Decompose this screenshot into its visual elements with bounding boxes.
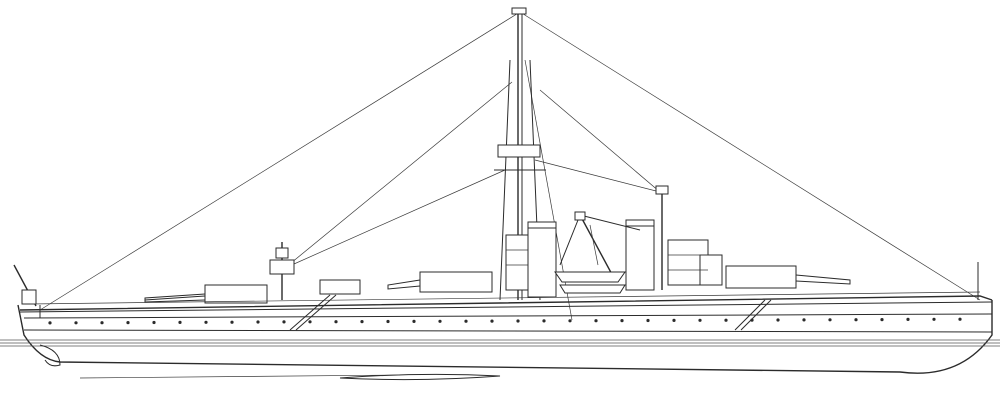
porthole bbox=[386, 319, 390, 324]
backstay-main bbox=[519, 11, 981, 301]
porthole bbox=[698, 318, 702, 322]
porthole bbox=[256, 320, 260, 324]
boat-crane bbox=[559, 211, 641, 281]
boat-2 bbox=[559, 284, 626, 294]
porthole bbox=[282, 320, 286, 324]
porthole bbox=[360, 320, 364, 324]
porthole bbox=[126, 321, 130, 325]
porthole bbox=[880, 318, 884, 322]
porthole bbox=[438, 319, 442, 323]
stay-aft-yard bbox=[534, 159, 661, 193]
porthole bbox=[230, 320, 234, 324]
porthole bbox=[854, 318, 858, 322]
aft-funnel bbox=[625, 219, 655, 291]
turret-a bbox=[204, 284, 268, 304]
porthole bbox=[334, 320, 338, 324]
waterline bbox=[0, 339, 1000, 381]
stay-lower-fore-2 bbox=[284, 169, 506, 269]
porthole bbox=[152, 320, 156, 325]
porthole bbox=[178, 320, 182, 324]
turret-b bbox=[419, 271, 493, 293]
turrets bbox=[144, 265, 851, 304]
porthole bbox=[828, 318, 832, 322]
stay-aft-low-2 bbox=[539, 89, 661, 193]
porthole bbox=[490, 319, 494, 323]
porthole bbox=[724, 318, 728, 322]
porthole bbox=[74, 321, 78, 325]
porthole bbox=[568, 319, 572, 323]
turret-x bbox=[725, 265, 797, 289]
rigging bbox=[39, 11, 981, 321]
porthole bbox=[672, 318, 676, 322]
porthole bbox=[620, 319, 624, 323]
porthole bbox=[646, 318, 650, 323]
porthole bbox=[464, 319, 468, 323]
bow-fittings bbox=[13, 264, 41, 318]
porthole bbox=[776, 318, 780, 322]
fore-funnel bbox=[527, 221, 557, 298]
portholes bbox=[48, 317, 962, 325]
porthole bbox=[308, 320, 312, 324]
porthole bbox=[594, 319, 598, 323]
porthole bbox=[412, 319, 416, 323]
porthole bbox=[204, 320, 208, 324]
gangways bbox=[289, 294, 772, 331]
porthole bbox=[802, 318, 806, 322]
hull-outline bbox=[17, 300, 993, 374]
hull bbox=[17, 291, 993, 374]
forward-bridge bbox=[269, 242, 361, 300]
stay-lower-fore bbox=[279, 81, 513, 273]
boats bbox=[554, 271, 626, 294]
porthole bbox=[542, 319, 546, 323]
porthole bbox=[48, 321, 52, 325]
porthole bbox=[906, 317, 910, 321]
funnels bbox=[527, 219, 655, 298]
boat-1 bbox=[554, 271, 626, 283]
porthole bbox=[516, 319, 520, 323]
porthole bbox=[932, 317, 936, 321]
forestay-main bbox=[39, 11, 521, 311]
porthole bbox=[958, 317, 962, 321]
aft-tower bbox=[655, 185, 723, 290]
porthole bbox=[100, 321, 104, 325]
